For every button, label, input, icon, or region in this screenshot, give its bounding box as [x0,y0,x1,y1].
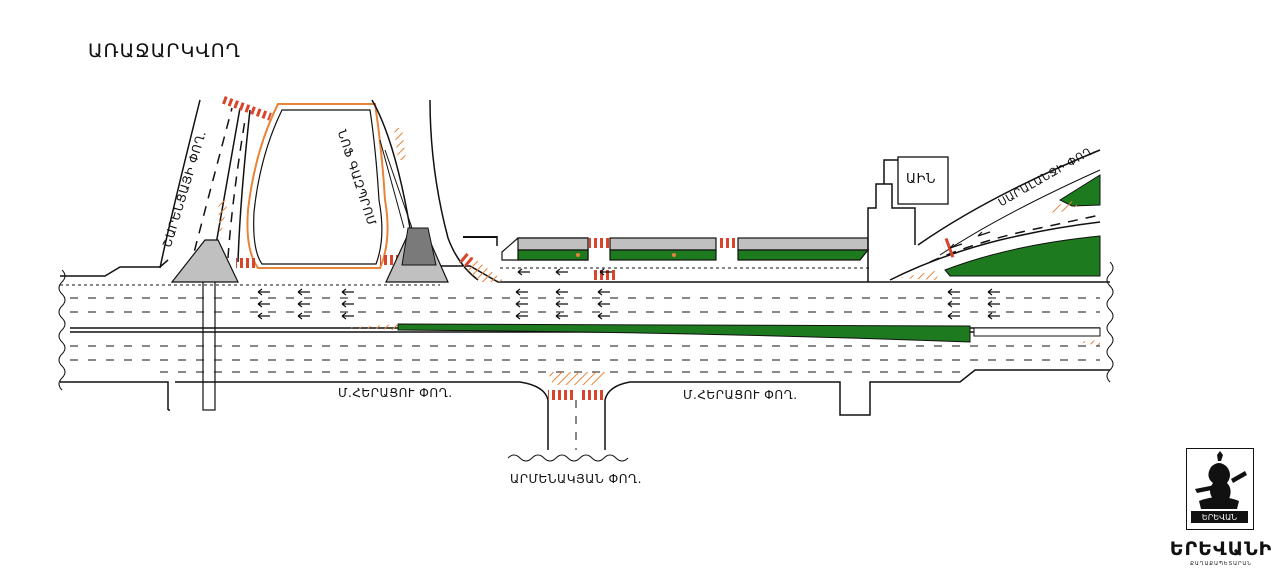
island-left [170,239,239,283]
armenakyan-hatch [548,372,605,385]
main-road [60,259,1110,450]
label-m-khergatsu-left: Մ.ՀԵՐԱՑՈՒ ՓՈՂ. [338,386,453,400]
hatch-area-left [218,200,228,240]
plan-title: ԱՌԱՋԱՐԿՎՈՂ [88,40,241,62]
lane-markings [60,267,1100,373]
charentsyan-street [159,99,251,269]
green-wedge-lower [944,235,1101,277]
logo-subtitle: ՔԱՂԱՔԱՊԵՏԱՐԱՆ [1190,561,1252,567]
label-m-khergatsu-right: Մ.ՀԵՐԱՑՈՒ ՓՈՂ. [683,388,798,402]
label-ain: ԱԻՆ [906,172,936,187]
ain-connector [867,159,916,282]
ain-box [897,156,949,205]
island-mid-dark [401,227,437,266]
lion-emblem-icon: ԵՐԵՎԱՆ [1191,451,1248,523]
cut-lines [58,261,1114,462]
pedestrian-bridge [202,269,216,411]
logo-badge-text: ԵՐԵՎԱՆ [1202,513,1237,522]
yerevan-coat-of-arms: ԵՐԵՎԱՆ [1186,448,1254,530]
lane-arrows [257,231,1001,320]
bus-bays [501,237,870,261]
median-green [397,323,971,343]
logo-wordmark: ԵՐԵՎԱՆԻ [1169,538,1273,560]
label-armenakyan: ԱՐՄԵՆԱԿՅԱՆ ՓՈՂ. [510,472,642,486]
saralanji-street [889,149,1101,281]
